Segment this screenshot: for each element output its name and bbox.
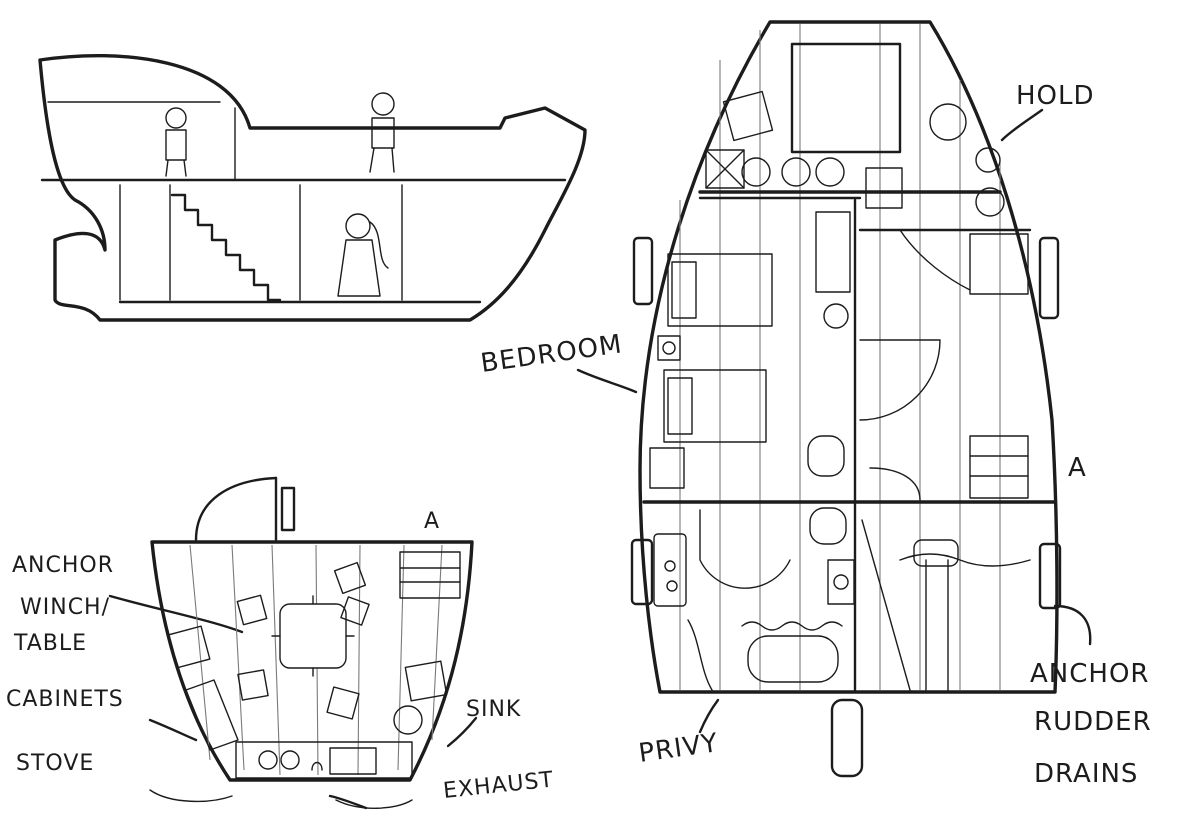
winch-leader [108,594,244,634]
galley-hull-outline [150,540,474,782]
leader-lines [108,108,1092,810]
hold-hatch [790,42,902,154]
label-bedroom: BEDROOM [479,329,625,379]
ship-top-view [630,20,1062,778]
privy-leader [698,698,720,734]
galley-kitchen [167,625,423,779]
label-hold: HOLD [1016,81,1095,111]
sink-leader [446,716,478,748]
floor-planks [679,24,1001,690]
galley-base-arc-left [149,789,233,803]
character-lower-deck [337,213,389,297]
staircase [170,193,282,302]
hull-tab-left-top [632,236,654,306]
galley-door-panel [280,486,296,532]
label-table: TABLE [13,631,87,656]
ship-side-view [38,53,587,322]
hull-tab-right-bottom [1038,542,1062,610]
galley-section [150,476,474,782]
hull-tab-left-bottom [630,538,654,606]
bedroom-furniture [649,211,1029,501]
cabinets-leader [148,718,198,742]
label-rudder: RUDDER [1034,707,1152,737]
top-hull-outline [638,20,1059,694]
galley-base-arc-right [335,799,413,809]
bedroom-leader [576,368,638,394]
side-hull-outline [38,53,587,322]
hull-tab-right-top [1038,236,1060,320]
label-exhaust: EXHAUST [442,767,555,803]
anchor-rudder-leader [1053,604,1092,646]
label-privy: PRIVY [637,728,720,769]
label-drains: DRAINS [1034,759,1138,789]
label-stove: STOVE [16,751,94,776]
label-anchor-right: ANCHOR [1030,659,1149,689]
character-right-deck [369,92,395,173]
rudder [830,698,864,778]
exhaust-leader [328,794,368,810]
label-section-a-right: A [1068,453,1087,483]
galley-door-arc [194,476,278,542]
hold-crates [705,90,1005,217]
label-section-a-left: A [424,509,440,534]
label-winch: WINCH/ [20,595,110,620]
character-left-deck [165,107,187,177]
hold-leader [1000,108,1044,142]
galley-table-set [236,551,461,720]
privy-furniture [653,507,1031,691]
label-anchor-left: ANCHOR [12,553,114,578]
label-cabinets: CABINETS [6,687,124,712]
label-sink: SINK [466,697,521,722]
